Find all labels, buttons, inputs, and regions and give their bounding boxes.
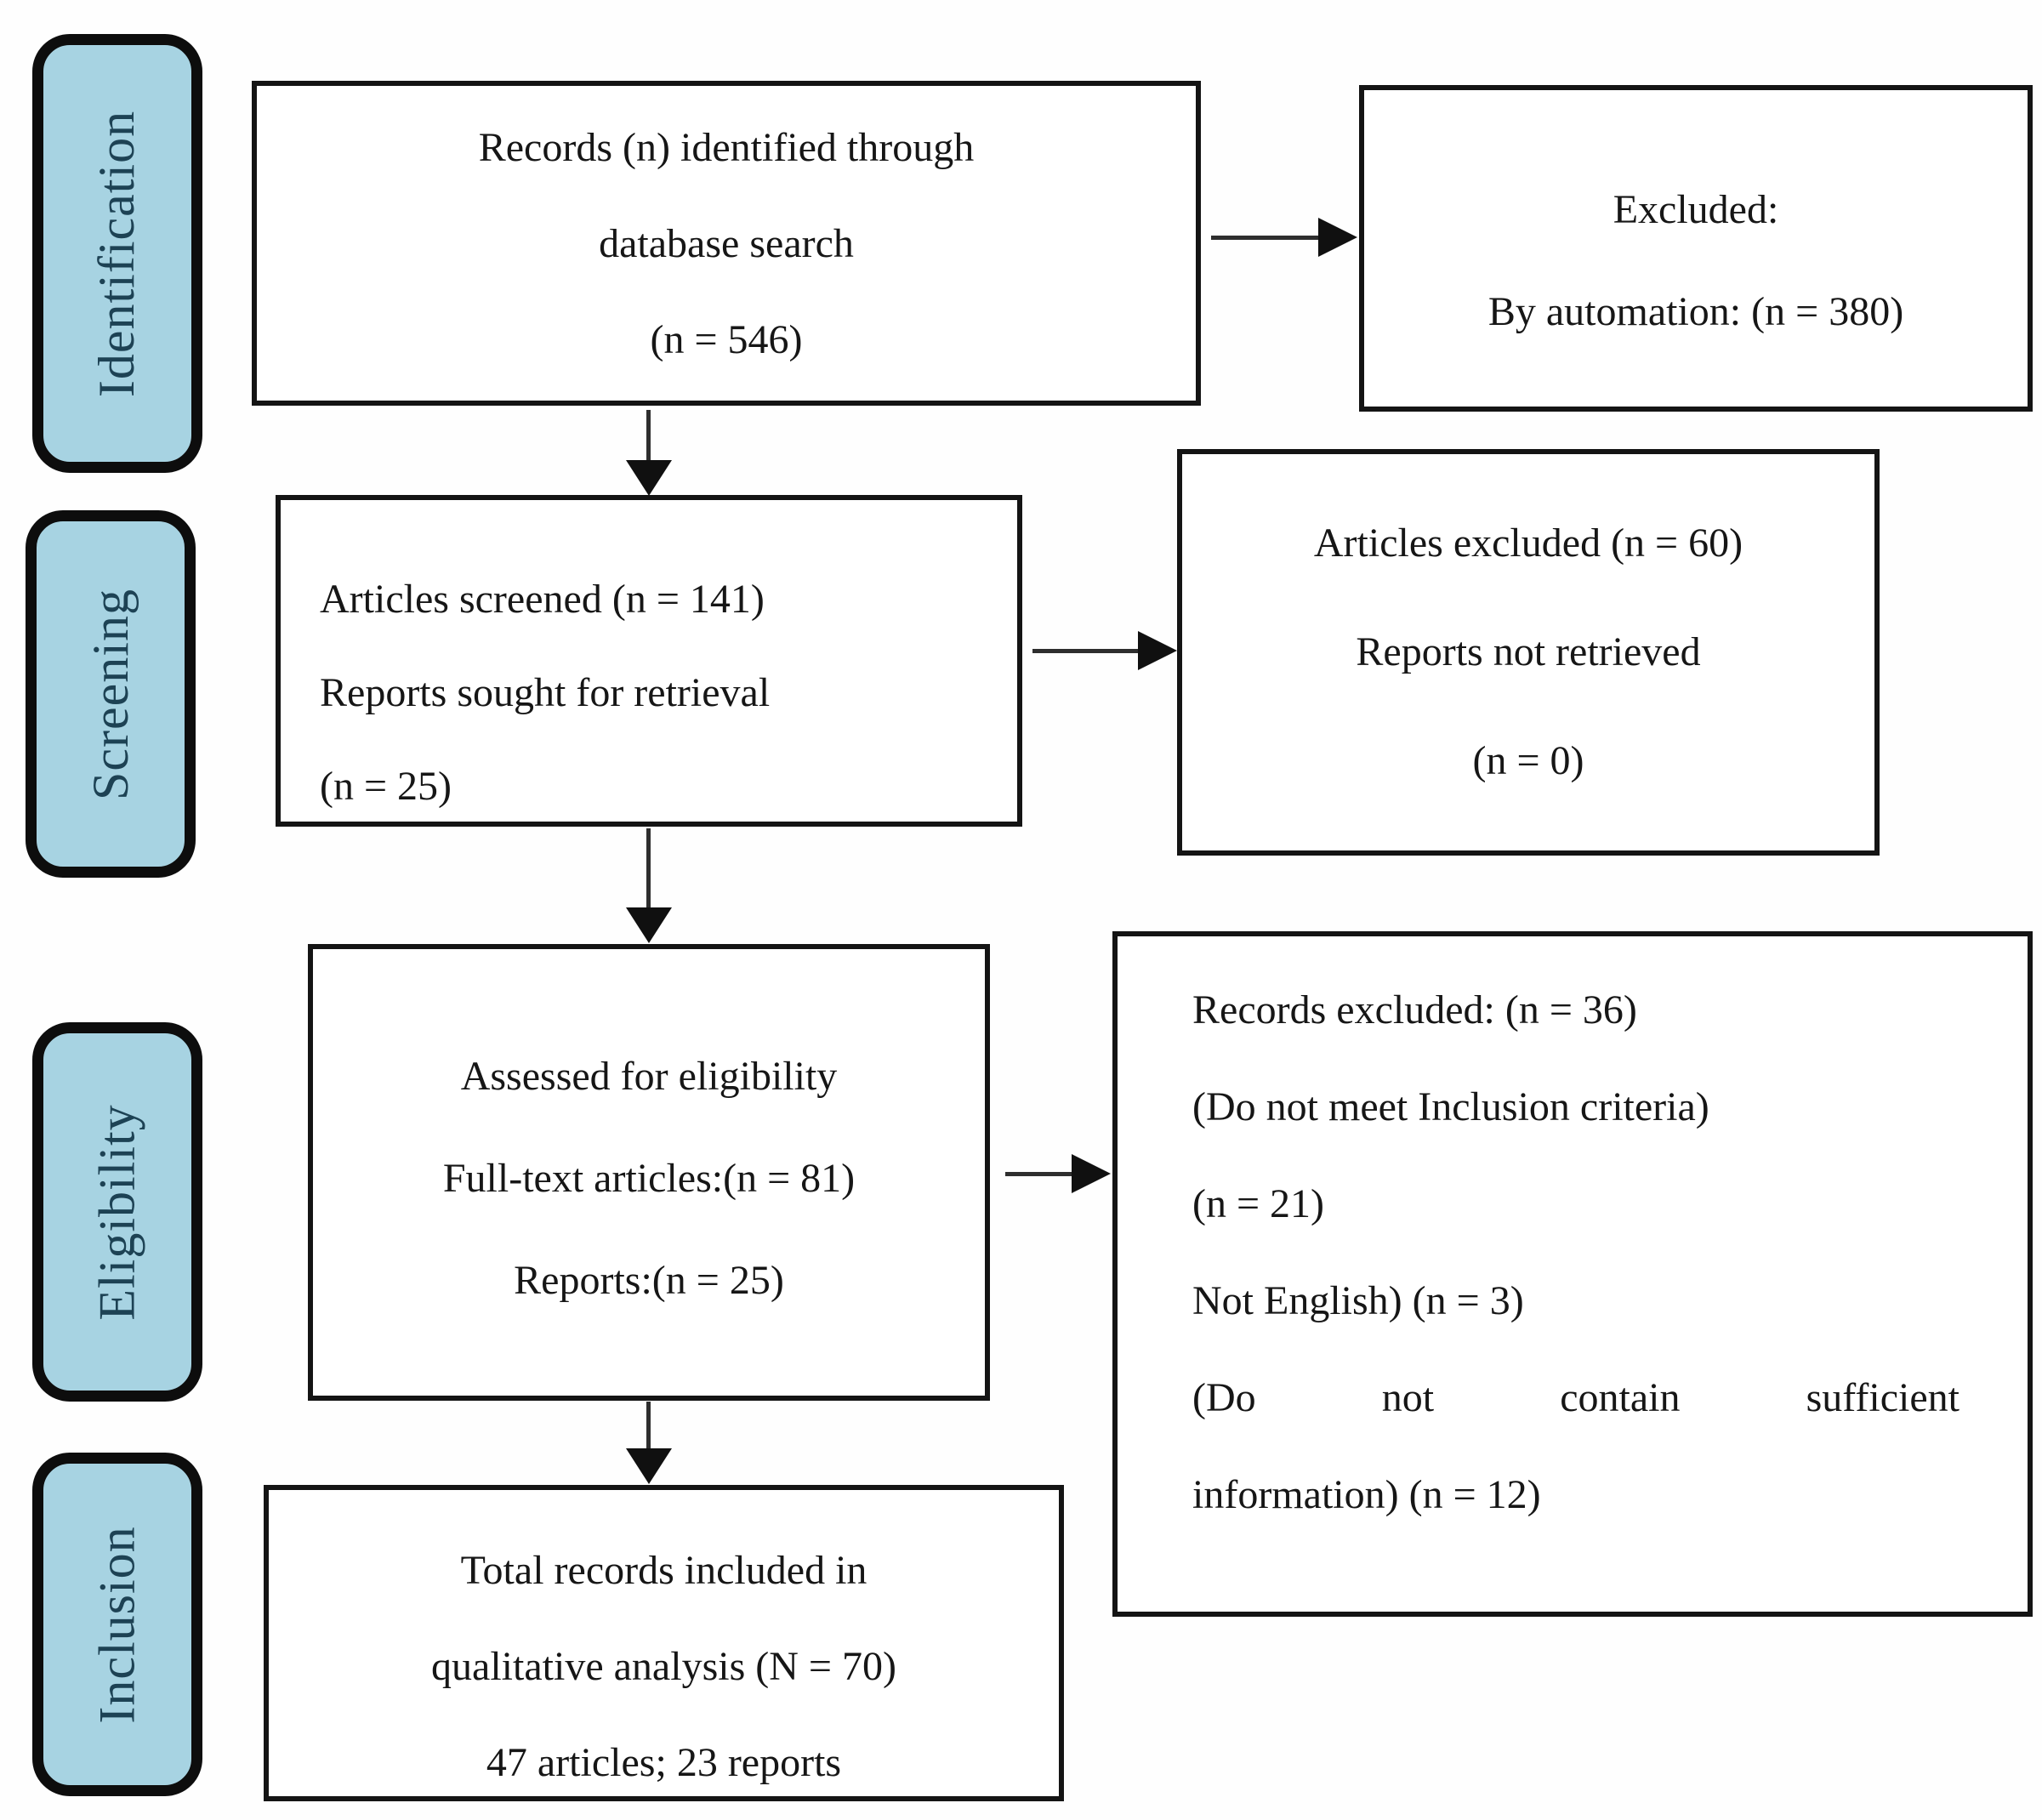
box-line: information) (n = 12) (1192, 1472, 1541, 1517)
box-articles-screened: Articles screened (n = 141) Reports soug… (276, 495, 1022, 827)
box-line: Not English) (n = 3) (1192, 1278, 1524, 1323)
arrow-assessed-to-total (646, 1402, 651, 1451)
arrow-down-head-icon (626, 1448, 672, 1484)
arrow-down-head-icon (626, 907, 672, 943)
box-line: Articles excluded (n = 60) (1313, 520, 1743, 566)
stage-label-eligibility: Eligibility (88, 1103, 145, 1321)
box-line: Articles screened (n = 141) (320, 577, 765, 622)
box-line: (n = 0) (1472, 738, 1584, 783)
box-line: Full-text articles:(n = 81) (442, 1155, 856, 1201)
arrow-right-head-icon (1318, 218, 1357, 257)
box-assessed-for-eligibility: Assessed for eligibility Full-text artic… (308, 944, 990, 1401)
box-line: qualitative analysis (N = 70) (431, 1643, 896, 1689)
stage-box-inclusion: Inclusion (32, 1453, 202, 1796)
stage-label-inclusion: Inclusion (88, 1525, 145, 1724)
box-articles-excluded: Articles excluded (n = 60) Reports not r… (1177, 449, 1880, 856)
arrow-assessed-to-records-excluded (1005, 1172, 1073, 1176)
box-line: (Do not contain sufficient (1192, 1375, 1960, 1420)
box-total-records-included: Total records included in qualitative an… (264, 1485, 1064, 1801)
arrow-screened-to-assessed (646, 828, 651, 910)
arrow-right-head-icon (1138, 631, 1177, 670)
box-line: (n = 25) (320, 764, 452, 809)
box-line: Excluded: (1613, 187, 1779, 232)
box-line: Reports sought for retrieval (320, 670, 771, 715)
box-line: (Do not meet Inclusion criteria) (1192, 1084, 1709, 1129)
stage-box-screening: Screening (26, 510, 196, 878)
box-line: (n = 21) (1192, 1181, 1325, 1226)
box-line: 47 articles; 23 reports (486, 1739, 842, 1785)
box-line: Records (n) identified through (478, 124, 975, 170)
box-line: By automation: (n = 380) (1487, 289, 1904, 334)
box-line: Assessed for eligibility (460, 1053, 838, 1099)
box-line: (n = 546) (650, 316, 803, 362)
box-records-excluded: Records excluded: (n = 36) (Do not meet … (1112, 931, 2033, 1617)
stage-box-eligibility: Eligibility (32, 1022, 202, 1402)
box-line: Records excluded: (n = 36) (1192, 987, 1637, 1032)
box-line: Total records included in (460, 1547, 867, 1593)
box-line: Reports:(n = 25) (514, 1257, 784, 1303)
stage-label-identification: Identification (88, 110, 145, 397)
box-records-identified: Records (n) identified through database … (252, 81, 1201, 406)
stage-label-screening: Screening (82, 588, 139, 800)
stage-box-identification: Identification (32, 34, 202, 473)
box-line: Reports not retrieved (1356, 629, 1701, 674)
arrow-screened-to-articles-excluded (1032, 649, 1140, 653)
box-line: database search (599, 220, 854, 266)
arrow-records-to-excluded (1211, 236, 1320, 240)
box-excluded-by-automation: Excluded: By automation: (n = 380) (1359, 85, 2033, 412)
arrow-right-head-icon (1072, 1154, 1111, 1193)
arrow-records-to-screened (646, 410, 651, 464)
arrow-down-head-icon (626, 460, 672, 496)
